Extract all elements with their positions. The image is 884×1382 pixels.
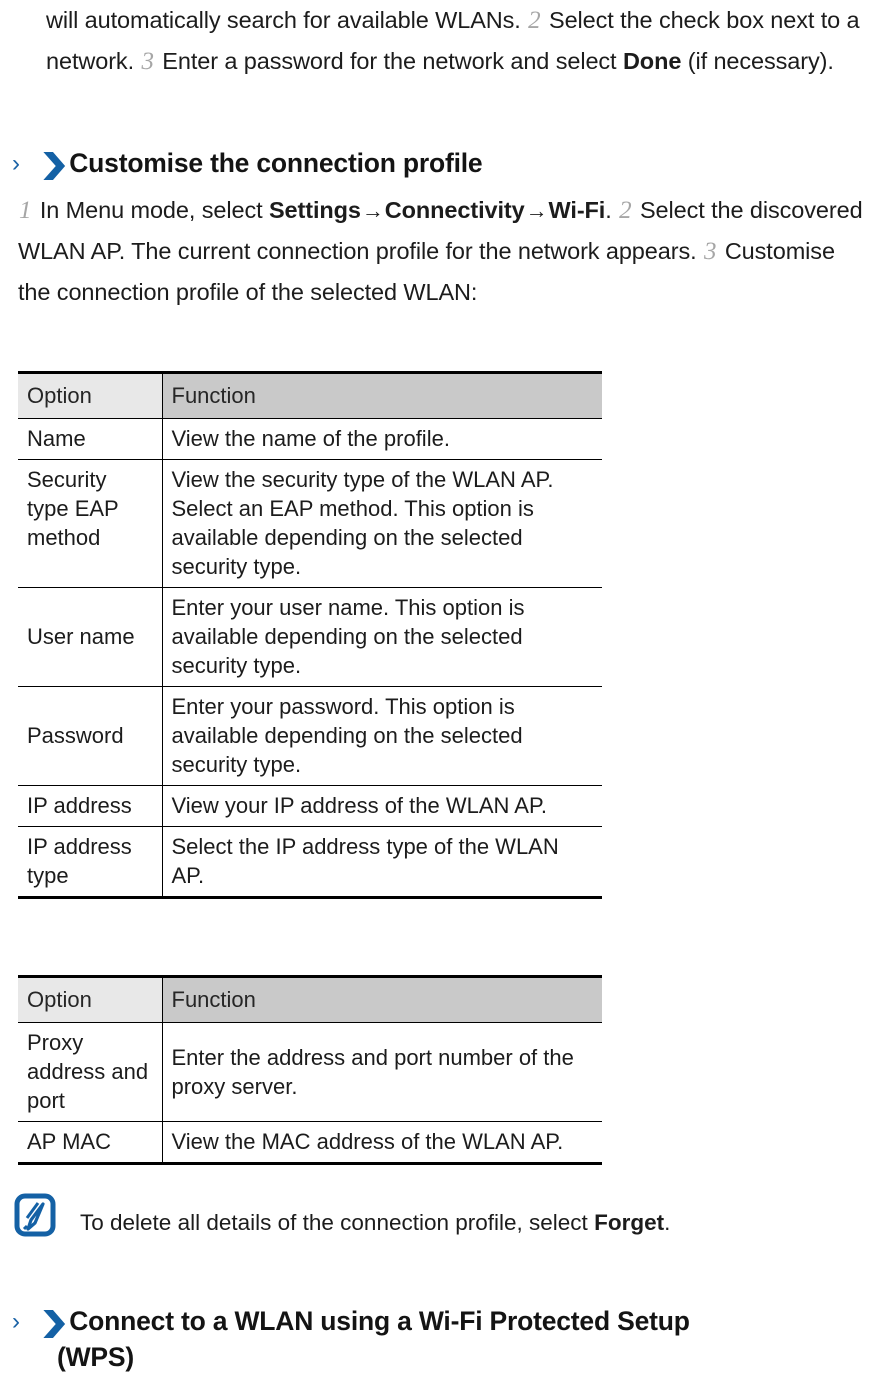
note-callout: To delete all details of the connection …: [14, 1192, 864, 1238]
intro-text-3: Enter a password for the network and sel…: [162, 48, 617, 74]
steps-text-3: Select the discovered WLAN AP. The curre…: [18, 197, 863, 264]
table-row: IP address View your IP address of the W…: [18, 785, 602, 827]
options-table-2-body: Option Function Proxy address and port E…: [18, 976, 602, 1164]
intro-text-1: will automatically search for available …: [46, 7, 521, 33]
cell-option: Proxy address and port: [18, 1022, 162, 1122]
table-row: IP address type Select the IP address ty…: [18, 826, 602, 898]
table-row: Name View the name of the profile.: [18, 418, 602, 460]
cell-option: User name: [18, 587, 162, 687]
chevron-right-bold-icon: ❯: [38, 149, 70, 179]
steps-bold-settings: Settings: [268, 197, 361, 223]
steps-text-1: In Menu mode, select: [39, 197, 263, 223]
cell-option: IP address type: [27, 834, 132, 888]
step-number-3: 3: [141, 48, 154, 75]
steps-bold-wifi: Wi-Fi: [548, 197, 606, 223]
note-text-1: To delete all details of the connection …: [80, 1210, 588, 1235]
options-table-1: Option Function Name View the name of th…: [18, 371, 602, 899]
steps-text-4: Customise the connection profile of the …: [18, 238, 835, 305]
note-bold-forget: Forget: [594, 1210, 665, 1235]
column-header-function: Function: [161, 372, 602, 419]
cell-function: Enter your password. This option is avai…: [161, 686, 602, 786]
intro-text-2: Select the check box next to a network.: [46, 7, 860, 74]
heading-wps-label-line-1: Connect to a WLAN using a Wi-Fi Protecte…: [69, 1306, 690, 1336]
cell-function: Enter the address and port number of the…: [161, 1022, 602, 1122]
cell-function: View your IP address of the WLAN AP.: [161, 785, 602, 827]
heading-customise-connection-profile: › ❯Customise the connection profile: [12, 145, 852, 182]
heading-connect-wlan-wps: › ❯Connect to a WLAN using a Wi-Fi Protec…: [12, 1303, 872, 1340]
options-table-2: Option Function Proxy address and port E…: [18, 975, 602, 1165]
note-text: To delete all details of the connection …: [80, 1192, 670, 1238]
steps-text-2: .: [605, 197, 612, 223]
note-pen-icon: [14, 1193, 56, 1237]
column-header-option: Option: [18, 372, 162, 419]
step-number-2: 2: [528, 7, 541, 34]
column-header-option: Option: [18, 976, 162, 1023]
steps-bold-connectivity: Connectivity: [384, 197, 525, 223]
intro-paragraph: will automatically search for available …: [46, 0, 876, 82]
table-row: Password Enter your password. This optio…: [18, 686, 602, 786]
column-header-function: Function: [161, 976, 602, 1023]
heading-wps-label-line-2: (WPS): [57, 1342, 135, 1372]
steps-paragraph: 1 In Menu mode, select Settings→Connecti…: [18, 190, 868, 313]
cell-function: Select the IP address type of the WLAN A…: [161, 826, 602, 898]
heading-customise-label: Customise the connection profile: [69, 148, 483, 178]
arrow-right-2-icon: →: [525, 198, 548, 223]
cell-function: View the security type of the WLAN AP. S…: [161, 459, 602, 588]
table-row: Security type EAP method View the securi…: [18, 459, 602, 588]
cell-function: View the MAC address of the WLAN AP.: [161, 1121, 602, 1164]
arrow-right-1-icon: →: [361, 198, 384, 223]
cell-option: Security type EAP method: [18, 459, 162, 588]
chevron-right-thin-icon: ›: [12, 1308, 20, 1335]
cell-option: AP MAC: [27, 1129, 111, 1154]
cell-option: Name: [18, 418, 162, 460]
options-table-1-body: Option Function Name View the name of th…: [18, 372, 602, 898]
step-number-1: 1: [19, 197, 32, 224]
cell-option: IP address: [18, 785, 162, 827]
chevron-right-thin-icon: ›: [12, 150, 20, 177]
cell-function: Enter your user name. This option is ava…: [161, 587, 602, 687]
table-header-row: Option Function: [18, 372, 602, 419]
intro-text-4: (if necessary).: [687, 48, 834, 74]
note-text-2: .: [664, 1210, 671, 1235]
intro-bold-done: Done: [622, 48, 682, 74]
table-row: User name Enter your user name. This opt…: [18, 587, 602, 687]
cell-option: Password: [18, 686, 162, 786]
table-header-row: Option Function: [18, 976, 602, 1023]
table-row: AP MAC View the MAC address of the WLAN …: [18, 1121, 602, 1164]
chevron-right-bold-icon: ❯: [38, 1307, 70, 1337]
step-number-2b: 2: [619, 197, 632, 224]
step-number-3b: 3: [703, 238, 717, 265]
table-row: Proxy address and port Enter the address…: [18, 1022, 602, 1122]
cell-function: View the name of the profile.: [161, 418, 602, 460]
